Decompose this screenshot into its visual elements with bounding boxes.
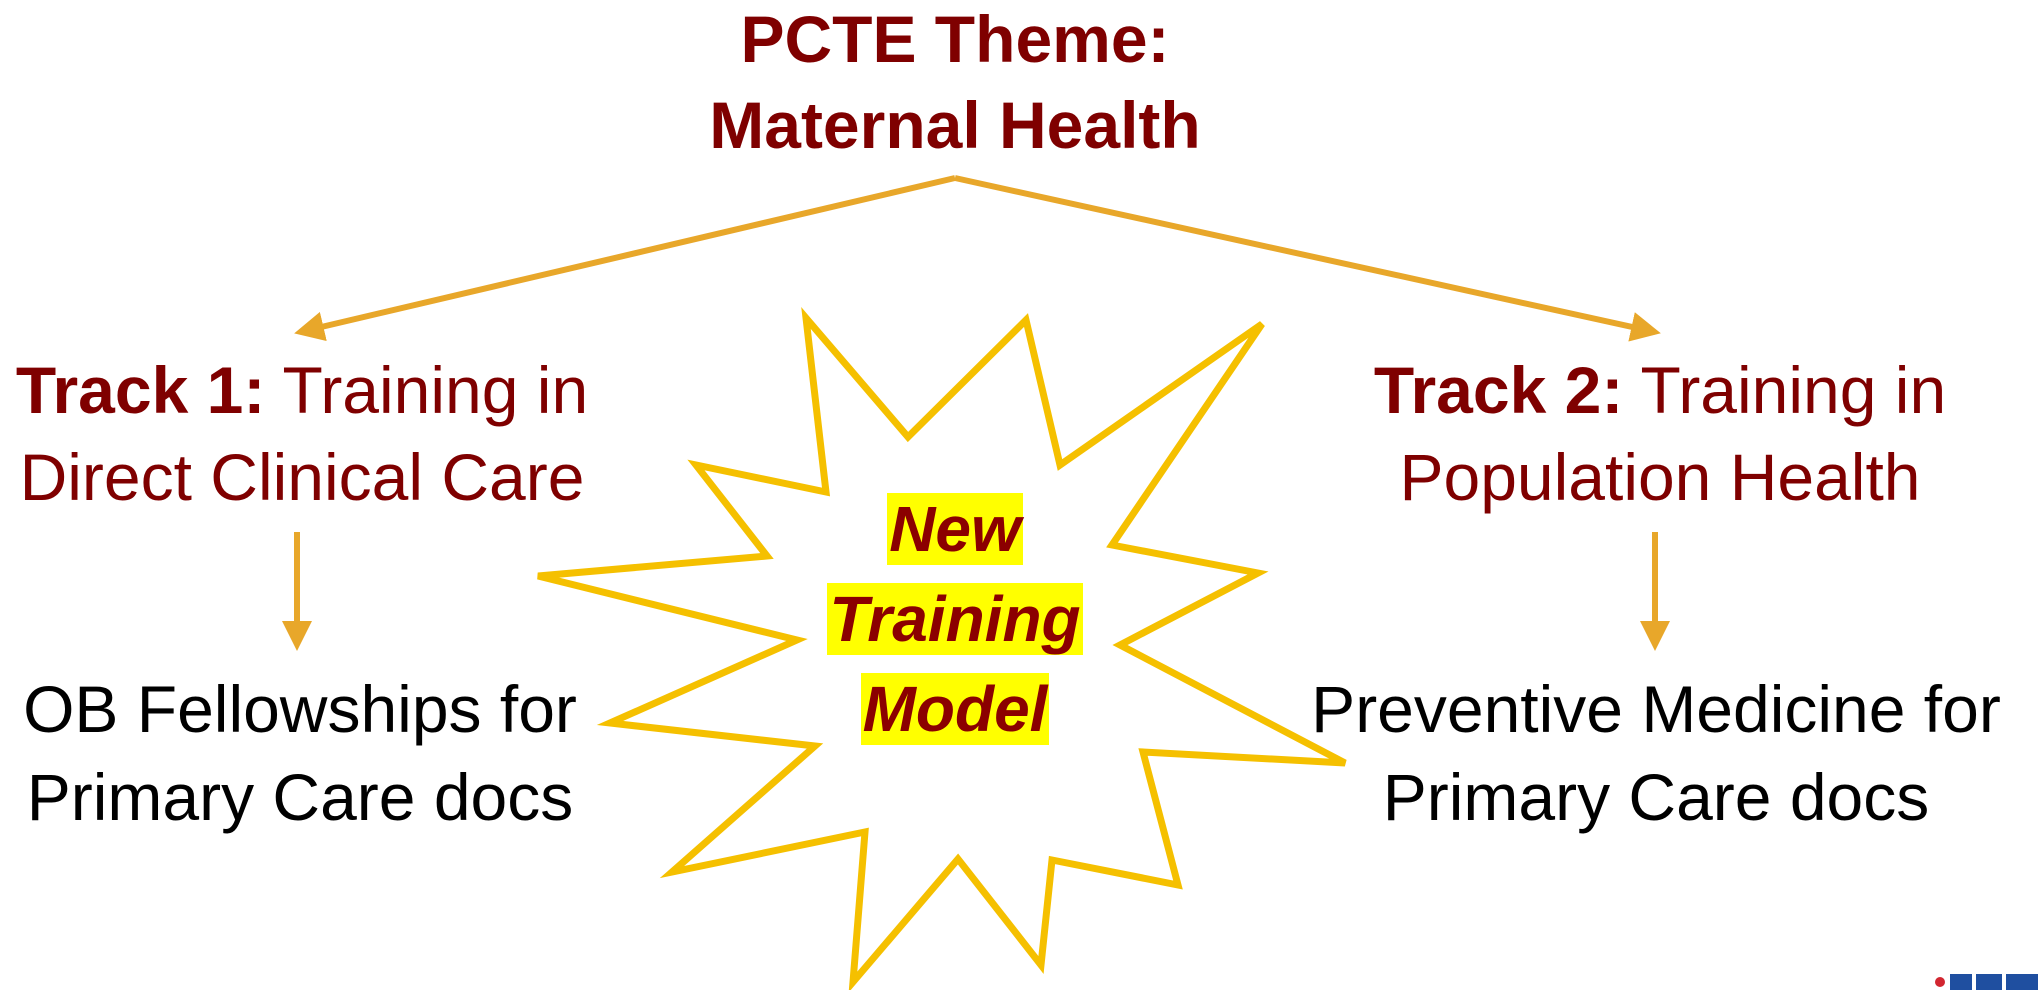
track1-heading: Track 1: Training in	[0, 345, 652, 435]
track2-outcome-line1: Preventive Medicine for	[1311, 672, 2001, 746]
theme-title-line1: PCTE Theme:	[740, 2, 1170, 76]
theme-title-line2: Maternal Health	[709, 88, 1201, 162]
logo-mark	[1935, 974, 2038, 990]
track1-label: Track 1:	[15, 353, 266, 427]
track1-text-line2: Direct Clinical Care	[19, 440, 585, 514]
track1-outcome-line2: Primary Care docs	[26, 760, 574, 834]
theme-to-track1-arrow	[294, 175, 956, 342]
track1-outcome-line1: OB Fellowships for	[23, 672, 577, 746]
track2-text-line1: Training in	[1623, 353, 1947, 427]
track2-heading: Track 2: Training in	[1310, 345, 2010, 435]
burst-word-model: Model	[860, 673, 1050, 745]
track2-label: Track 2:	[1373, 353, 1624, 427]
track1-text-line1: Training in	[265, 353, 589, 427]
track2-outcome-line2: Primary Care docs	[1382, 760, 1930, 834]
track2-text-line2: Population Health	[1399, 440, 1921, 514]
burst-word-training: Training	[827, 583, 1083, 655]
theme-to-track2-arrow	[954, 175, 1661, 342]
burst-word-new: New	[887, 493, 1023, 565]
